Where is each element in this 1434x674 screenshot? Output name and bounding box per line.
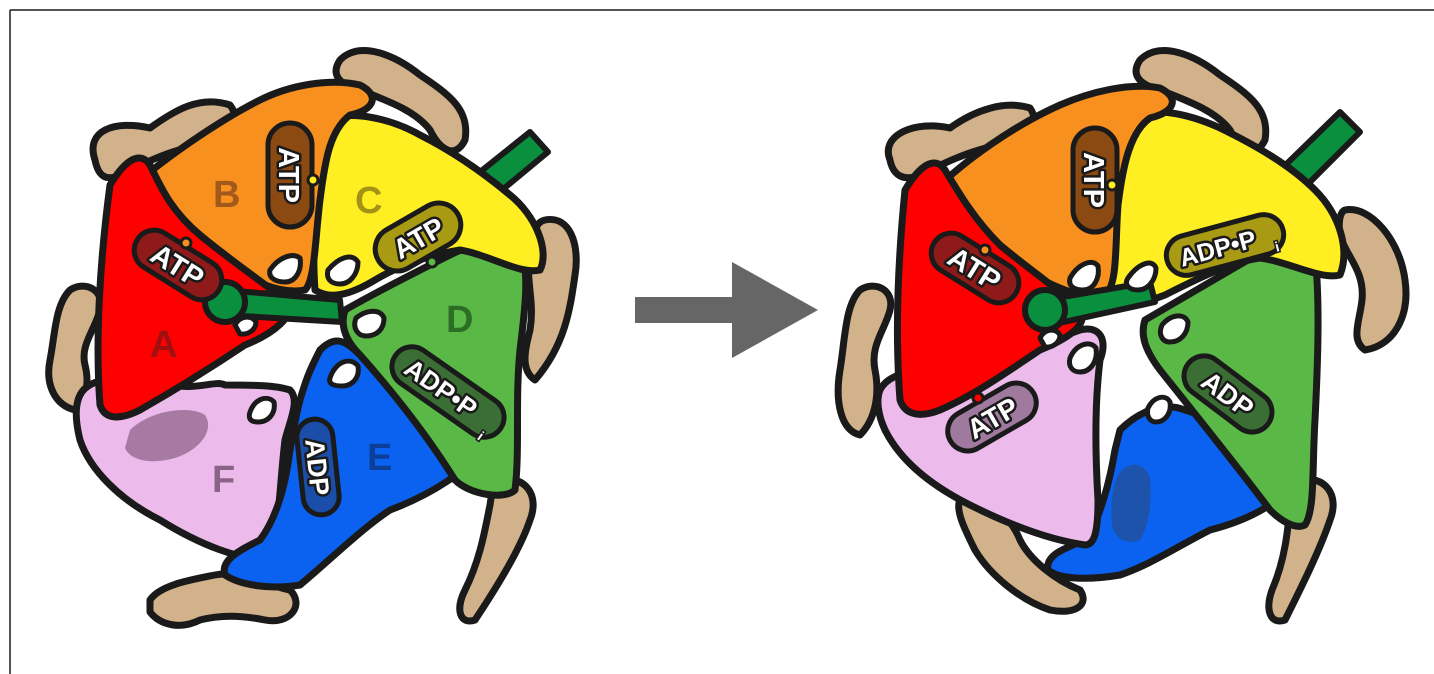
dot-B [308, 175, 318, 185]
dot-B-r [1107, 180, 1117, 190]
letter-A: A [150, 324, 177, 366]
arrow-shape [635, 262, 818, 358]
pill-E-left: ADP [295, 417, 341, 516]
pill-B-left: ATP [268, 123, 312, 227]
transition-arrow [635, 262, 818, 358]
letter-F: F [212, 459, 235, 501]
letter-D: D [446, 299, 473, 341]
letter-E: E [367, 437, 392, 479]
dot-F-r [973, 393, 983, 403]
right-complex: ATP ATP ADP•P i ADP ATP [838, 51, 1406, 621]
shaft-hub-r [1025, 290, 1065, 330]
pill-E-text: ADP [299, 437, 335, 497]
tan-blob-right-r [1339, 210, 1406, 350]
dot-C [427, 257, 437, 267]
pill-B-right-text: ATP [1077, 152, 1109, 208]
dot-A [181, 238, 191, 248]
notch-D [355, 311, 384, 336]
letter-B: B [213, 174, 240, 216]
notch-D-r [1160, 316, 1188, 342]
pill-B-text: ATP [272, 147, 304, 203]
left-complex: ATP ATP ATP ADP•P i ADP A B C [49, 51, 577, 626]
notch-E-r [1147, 397, 1170, 422]
notch-F-r [1069, 344, 1096, 372]
tan-blob-bottom-right [460, 479, 533, 621]
notch-A-r [1040, 330, 1060, 347]
letter-C: C [355, 180, 382, 222]
dot-A-r [980, 245, 990, 255]
notch-A [235, 317, 256, 334]
notch-F [249, 398, 274, 422]
